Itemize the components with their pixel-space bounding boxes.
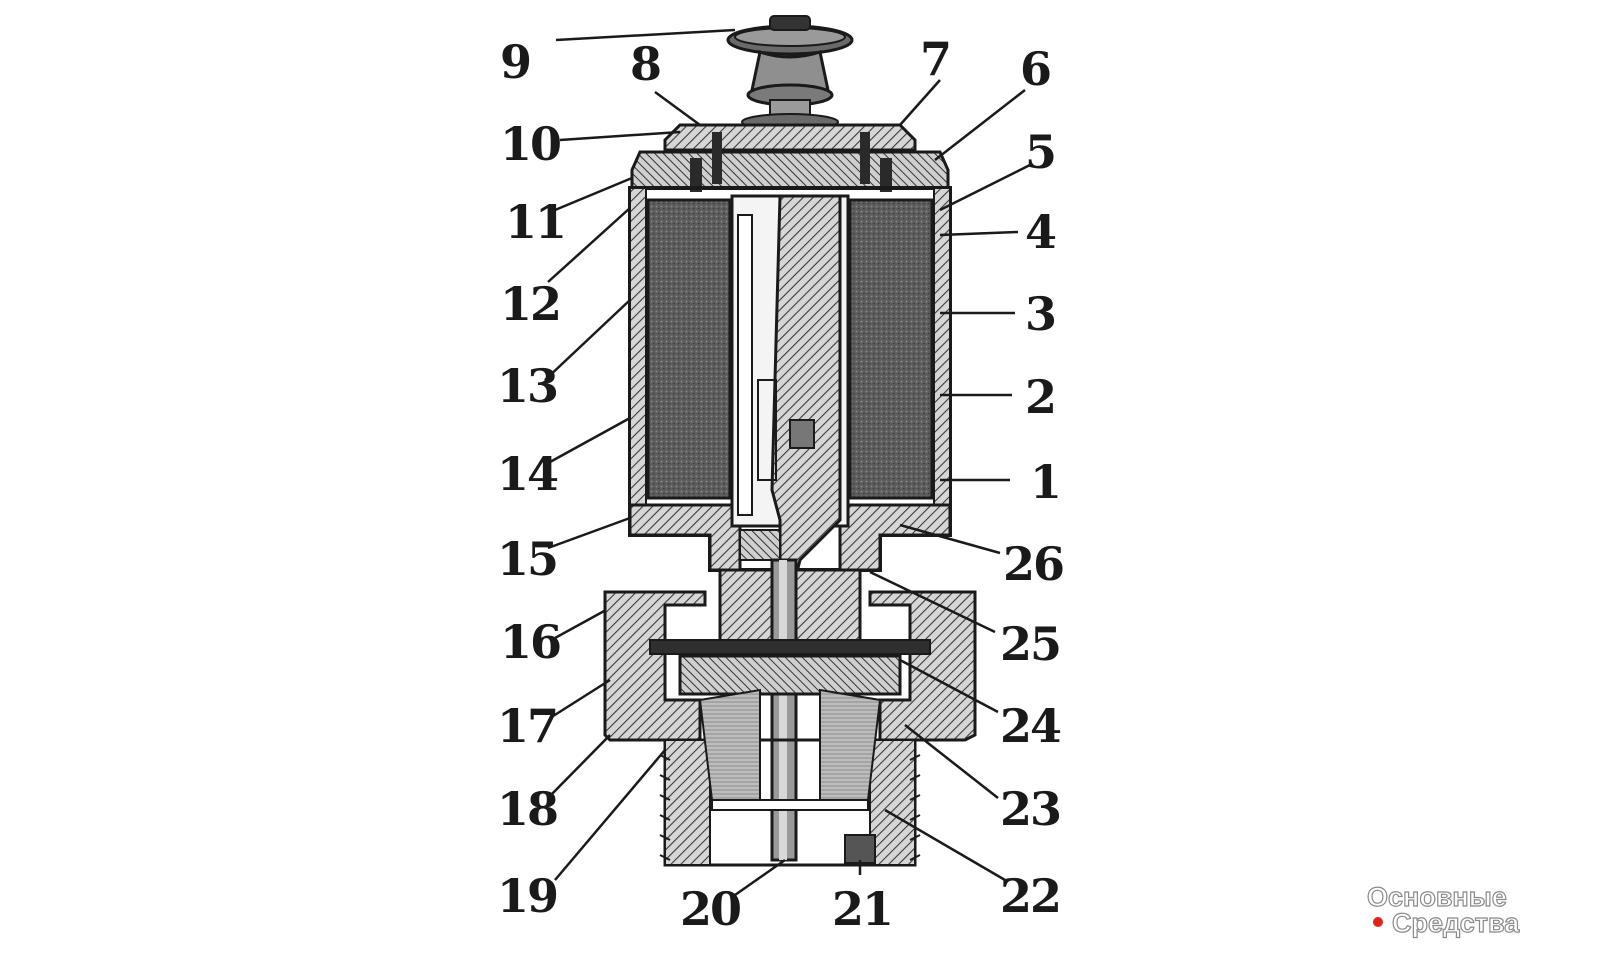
part-labels: 9 8 7 6 10 5 11 4 12 3 13 2 14 1 15 26 1…	[497, 32, 1065, 936]
union-nut	[603, 590, 977, 742]
label-4: 4	[1025, 205, 1056, 259]
label-9: 9	[500, 35, 530, 89]
label-23: 23	[1000, 782, 1060, 836]
label-22: 22	[1000, 869, 1060, 923]
label-8: 8	[630, 37, 660, 91]
top-cover	[630, 123, 950, 192]
label-6: 6	[1020, 42, 1050, 96]
label-19: 19	[497, 869, 557, 923]
label-21: 21	[832, 882, 892, 936]
label-3: 3	[1025, 287, 1055, 341]
plunger-assembly	[730, 194, 850, 602]
label-16: 16	[500, 615, 560, 669]
label-17: 17	[497, 699, 557, 753]
label-15: 15	[497, 532, 557, 586]
leader-lines	[544, 28, 1031, 897]
watermark-dot	[1373, 917, 1383, 927]
label-11: 11	[505, 195, 565, 249]
label-5: 5	[1025, 125, 1055, 179]
watermark-logo: Основные Средства	[1366, 881, 1520, 938]
label-7: 7	[920, 32, 950, 86]
label-10: 10	[500, 117, 560, 171]
label-24: 24	[1000, 699, 1061, 753]
label-12: 12	[500, 277, 560, 331]
label-20: 20	[680, 882, 740, 936]
watermark-line1: Основные	[1367, 882, 1507, 912]
valve-drawing	[603, 15, 977, 867]
label-14: 14	[497, 447, 558, 501]
threaded-fitting	[659, 688, 921, 867]
label-2: 2	[1025, 370, 1055, 424]
label-18: 18	[497, 782, 557, 836]
label-13: 13	[497, 359, 557, 413]
label-1: 1	[1030, 455, 1060, 509]
coil-windings	[646, 198, 934, 500]
knurled-knob	[726, 15, 854, 131]
label-25: 25	[1000, 617, 1060, 671]
watermark-line2: Средства	[1392, 908, 1520, 938]
label-26: 26	[1003, 537, 1063, 591]
